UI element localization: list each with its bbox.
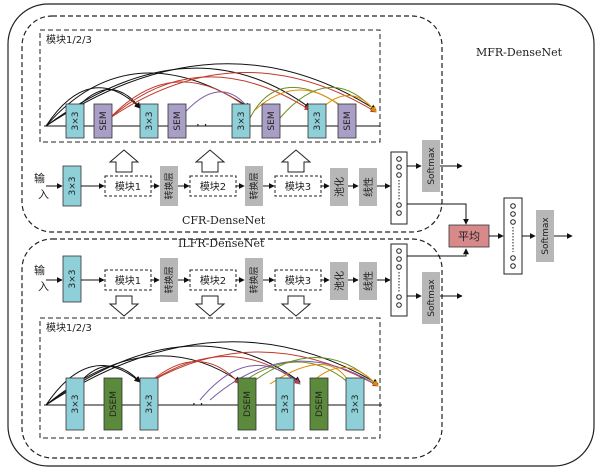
conv-label: 3×3 xyxy=(68,270,78,289)
bottom-module-blocks: 3×3 DSEM 3×3 · · DSEM 3×3 DSEM 3×3 xyxy=(65,377,365,431)
sem-label: SEM xyxy=(343,111,353,130)
conv-label: 3×3 xyxy=(281,395,291,414)
softmax-label: Softmax xyxy=(427,279,437,317)
softmax-label: Softmax xyxy=(541,217,551,255)
conv-label: 3×3 xyxy=(351,395,361,414)
pool-block xyxy=(330,262,348,300)
module1-label: 模块1 xyxy=(115,181,141,193)
conv-block xyxy=(275,377,295,431)
conv-label: 3×3 xyxy=(71,395,81,414)
transition-label: 转换层 xyxy=(248,172,260,199)
transition-block xyxy=(245,258,263,302)
module2-label: 模块2 xyxy=(200,181,226,193)
mfr-title: MFR-DenseNet xyxy=(476,46,563,59)
conv-label: 3×3 xyxy=(68,177,78,196)
dsem-block xyxy=(103,377,123,431)
softmax-block-bottom xyxy=(422,272,440,324)
pool-label: 池化 xyxy=(333,271,346,291)
bottom-module-label: 模块1/2/3 xyxy=(46,322,92,334)
input-label: 输 xyxy=(34,263,45,277)
sem-label: SEM xyxy=(267,111,277,130)
neuron-column xyxy=(390,151,408,225)
linear-label: 线性 xyxy=(362,271,375,291)
mfr-frame xyxy=(7,3,595,467)
ilfr-frame xyxy=(21,238,443,459)
conv-block xyxy=(65,103,85,139)
transition-label: 转换层 xyxy=(163,172,175,199)
module3-label: 模块3 xyxy=(285,275,311,287)
conv-label: 3×3 xyxy=(145,112,155,131)
linear-label: 线性 xyxy=(362,177,375,197)
conv-block xyxy=(345,377,365,431)
conv-block xyxy=(65,377,85,431)
svg-text:· ·: · · xyxy=(196,118,207,132)
pool-label: 池化 xyxy=(333,177,346,197)
ilfr-title: ILFR-DenseNet xyxy=(178,237,265,250)
bottom-module-frame xyxy=(39,317,381,439)
sem-label: SEM xyxy=(99,111,109,130)
linear-block xyxy=(359,262,377,300)
conv-block xyxy=(307,103,327,139)
conv-label: 3×3 xyxy=(145,395,155,414)
cfr-title: CFR-DenseNet xyxy=(182,214,266,227)
cfr-frame xyxy=(21,15,443,233)
conv-block xyxy=(139,103,159,139)
module2-label: 模块2 xyxy=(200,275,226,287)
linear-block xyxy=(359,168,377,206)
softmax-block-top xyxy=(422,140,440,192)
sem-block xyxy=(167,103,187,139)
cfr-row: 输 入 3×3 模块1 转换层 模块2 转换层 模块3 池化 线性 xyxy=(34,140,469,225)
top-module-label: 模块1/2/3 xyxy=(46,34,92,46)
down-arrows xyxy=(108,295,312,317)
top-dense-arcs xyxy=(45,63,377,127)
pool-block xyxy=(330,168,348,206)
softmax-label: Softmax xyxy=(427,147,437,185)
transition-block xyxy=(160,166,178,206)
module3-label: 模块3 xyxy=(285,181,311,193)
svg-text:· ·: · · xyxy=(192,397,203,411)
dsem-label: DSEM xyxy=(109,391,119,417)
conv-label: 3×3 xyxy=(237,112,247,131)
ilfr-row: 输 入 3×3 模块1 转换层 模块2 转换层 模块3 池化 线性 xyxy=(34,243,469,324)
transition-label: 转换层 xyxy=(248,266,260,293)
input-label: 入 xyxy=(38,188,49,201)
top-module-blocks: 3×3 SEM 3×3 SEM 3×3 SEM 3×3 SEM · · xyxy=(65,103,357,139)
dsem-label: DSEM xyxy=(243,391,253,417)
module1-label: 模块1 xyxy=(115,275,141,287)
transition-block xyxy=(245,166,263,206)
up-arrows xyxy=(108,149,312,173)
input-label: 输 xyxy=(34,171,45,185)
conv-block xyxy=(62,255,82,303)
average-label: 平均 xyxy=(458,230,480,243)
sem-block xyxy=(261,103,281,139)
dsem-block xyxy=(237,377,257,431)
input-label: 入 xyxy=(38,280,49,293)
dsem-block xyxy=(309,377,329,431)
conv-label: 3×3 xyxy=(313,112,323,131)
sem-block xyxy=(337,103,357,139)
transition-label: 转换层 xyxy=(163,266,175,293)
sem-label: SEM xyxy=(173,111,183,130)
conv-block xyxy=(231,103,251,139)
sem-block xyxy=(93,103,113,139)
dsem-label: DSEM xyxy=(315,391,325,417)
top-module-frame xyxy=(39,29,381,143)
transition-block xyxy=(160,258,178,302)
softmax-block-final xyxy=(536,210,554,262)
conv-label: 3×3 xyxy=(71,112,81,131)
neuron-column xyxy=(390,243,408,317)
conv-block xyxy=(139,377,159,431)
